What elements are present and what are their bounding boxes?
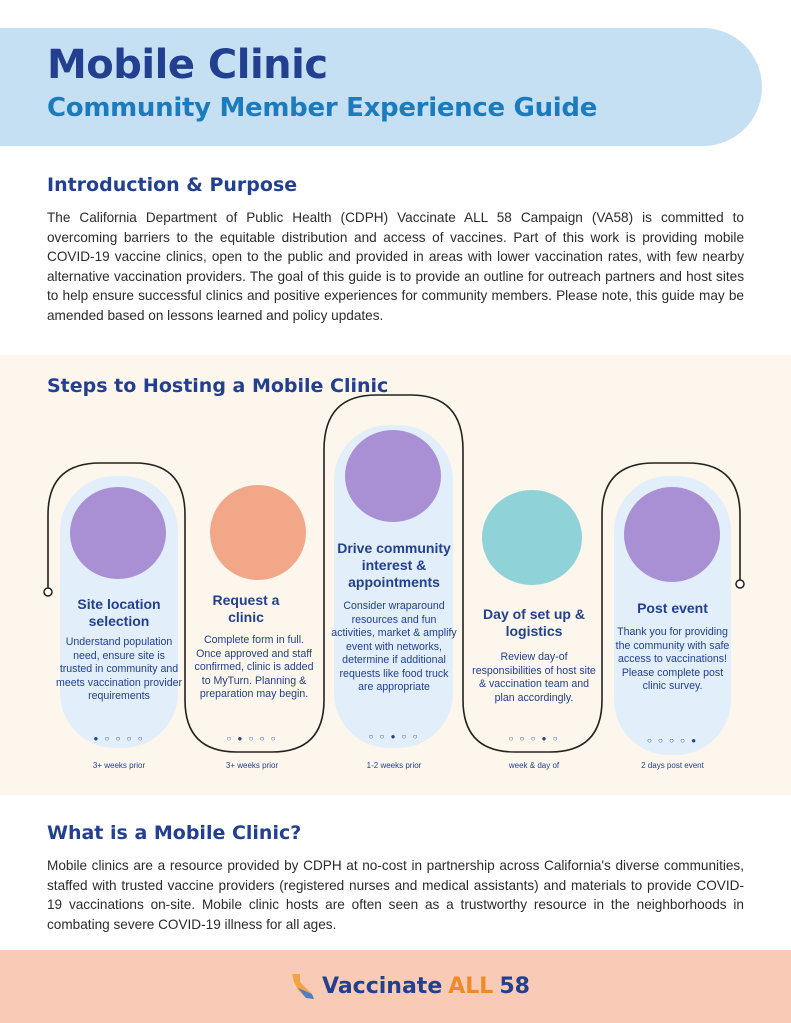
page-subtitle: Community Member Experience Guide: [47, 93, 598, 123]
step-title: Post event: [637, 600, 708, 616]
step-dots: ○ ○ ○ ○ ●: [646, 736, 699, 745]
request-clinic-illustration: [210, 485, 306, 580]
footer: [0, 950, 791, 1023]
step-dots: ○ ● ○ ○ ○: [226, 734, 278, 743]
vaccinate-all-58-logo: Vaccinate ALL 58: [290, 972, 530, 1000]
step-title: Day of set up & logistics: [483, 606, 585, 639]
step-dots: ○ ○ ● ○ ○: [368, 732, 420, 741]
logo-text-58: 58: [499, 973, 530, 999]
post-event-illustration: [624, 487, 720, 582]
intro-heading: Introduction & Purpose: [47, 174, 298, 196]
step-timing: 3+ weeks prior: [225, 761, 279, 770]
intro-body: The California Department of Public Heal…: [47, 210, 744, 323]
what-heading: What is a Mobile Clinic?: [47, 822, 302, 844]
community-interest-illustration: [345, 430, 441, 522]
step-title: Request a clinic: [212, 592, 280, 625]
step-desc: Understand population need, ensure site …: [56, 636, 183, 702]
step-desc: Review day-of responsibilities of host s…: [472, 651, 596, 704]
header-banner: [0, 28, 762, 146]
step-timing: 3+ weeks prior: [92, 761, 146, 770]
step-timing: week & day of: [508, 761, 560, 770]
step-desc: Thank you for providing the community wi…: [615, 626, 730, 692]
step-desc: Complete form in full. Once approved and…: [194, 634, 314, 700]
step-dots: ● ○ ○ ○ ○: [93, 734, 145, 743]
step-dots: ○ ○ ○ ● ○: [508, 734, 560, 743]
logo-text-vaccinate: Vaccinate: [322, 973, 443, 999]
setup-logistics-illustration: [482, 490, 582, 585]
california-map-icon: [292, 974, 314, 999]
steps-heading: Steps to Hosting a Mobile Clinic: [47, 375, 389, 397]
step-timing: 1-2 weeks prior: [366, 761, 422, 770]
what-body: Mobile clinics are a resource provided b…: [47, 858, 744, 932]
step-title: Site location selection: [77, 596, 161, 629]
logo-text-all: ALL: [448, 973, 494, 999]
page-title: Mobile Clinic: [47, 42, 328, 88]
step-title: Drive community interest & appointments: [337, 540, 451, 590]
step-desc: Consider wraparound resources and fun ac…: [331, 600, 457, 693]
site-selection-illustration: [70, 487, 166, 579]
step-timing: 2 days post event: [641, 761, 704, 770]
